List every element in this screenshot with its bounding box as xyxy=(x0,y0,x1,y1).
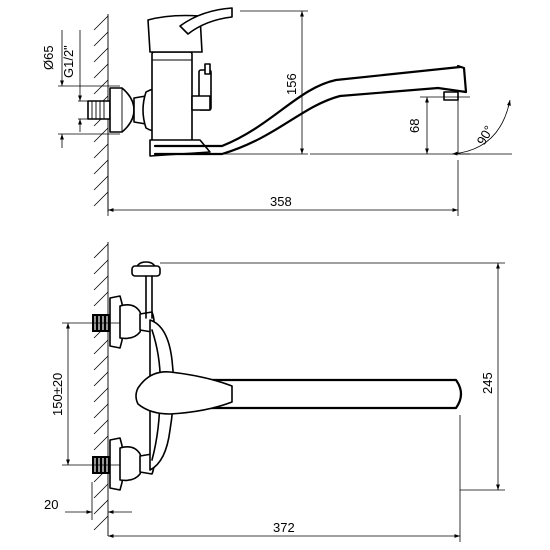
dim-length-372: 372 xyxy=(108,415,461,542)
bottom-view: 150±20 245 20 372 xyxy=(44,242,505,542)
top-view: Ø65 G1/2" 156 68 90° xyxy=(41,7,512,216)
dim-diameter: Ø65 xyxy=(41,30,120,148)
inlet-thread-top xyxy=(87,100,111,120)
shower-holder xyxy=(131,261,161,319)
dim-spout-height-label: 68 xyxy=(407,119,422,133)
dim-length-label: 358 xyxy=(270,194,292,209)
dim-wall-offset: 20 xyxy=(44,482,132,520)
spout-tube-top xyxy=(153,65,462,156)
dim-height-156: 156 xyxy=(210,10,308,155)
spout-tube-front xyxy=(176,378,463,410)
dim-angle: 90° xyxy=(451,99,512,156)
spout-base-top xyxy=(149,139,211,157)
dim-angle-label: 90° xyxy=(474,123,497,148)
handle-lever-front xyxy=(135,371,233,415)
aerator-top xyxy=(436,64,468,101)
dim-spout-height-68: 68 xyxy=(310,96,470,155)
dim-spacing: 150±20 xyxy=(50,322,120,466)
handle-lever-top xyxy=(179,7,233,35)
dim-length-358: 358 xyxy=(107,160,459,216)
dim-height-245: 245 xyxy=(160,262,505,491)
dim-length-372-label: 372 xyxy=(273,520,295,535)
dim-height-label: 156 xyxy=(284,73,299,95)
dim-height-245-label: 245 xyxy=(480,372,495,394)
dim-wall-offset-label: 20 xyxy=(44,497,58,512)
dim-diameter-label: Ø65 xyxy=(41,45,56,70)
inlet-lower xyxy=(92,437,155,491)
wall-bottom xyxy=(93,242,109,536)
dim-thread-label: G1/2" xyxy=(61,45,76,78)
dim-spacing-label: 150±20 xyxy=(50,373,65,416)
mixer-body-top xyxy=(151,51,193,153)
inlet-upper xyxy=(92,295,155,349)
dim-thread: G1/2" xyxy=(61,30,92,132)
